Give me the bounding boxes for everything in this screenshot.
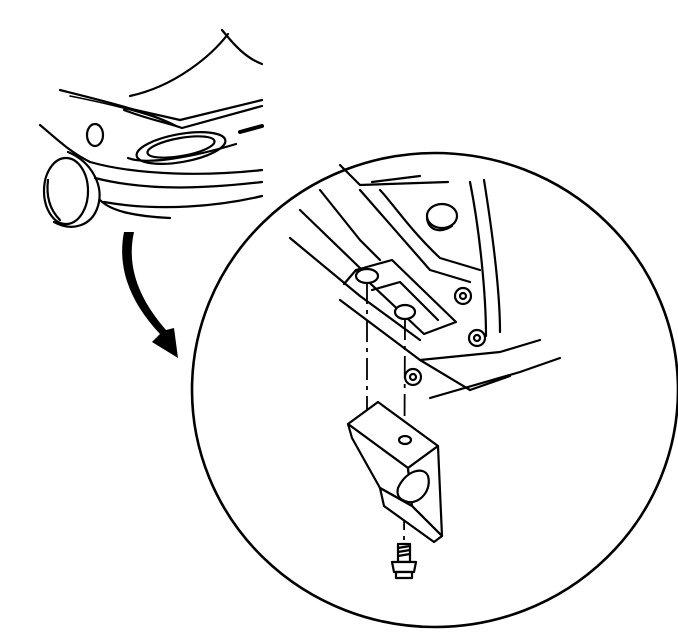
panel-top-edge <box>340 165 448 185</box>
rear-wheel <box>44 158 88 224</box>
floor-line-3 <box>420 340 540 360</box>
rear-window-edge <box>130 34 228 96</box>
panel-hole <box>427 204 457 228</box>
side-marker-light <box>87 124 103 146</box>
alignment-lines <box>367 282 405 542</box>
wheel-rim <box>48 180 61 220</box>
lower-bumper-line <box>104 196 262 207</box>
bracket-flange <box>380 488 442 542</box>
tail-light-inner <box>146 132 216 162</box>
tail-light-outer <box>134 126 227 169</box>
weld-nut-1 <box>455 288 471 304</box>
panel-hole-depth <box>427 218 452 230</box>
bumper-corner <box>100 200 170 218</box>
upper-bumper-line <box>90 162 262 174</box>
mounting-pad-side <box>344 270 356 284</box>
detail-arrow <box>122 232 178 358</box>
bolt-head <box>396 572 412 578</box>
tail-light-lower <box>128 144 236 161</box>
panel-flange <box>360 190 470 282</box>
right-wall-edge <box>484 180 500 332</box>
detail-circle <box>192 153 678 627</box>
spoiler-top <box>118 100 262 120</box>
floor-line-4 <box>430 358 560 398</box>
bolt <box>392 544 416 578</box>
weld-nut-3 <box>405 369 421 385</box>
weld-nut-2 <box>469 330 485 346</box>
body-panel <box>290 165 560 398</box>
panel-flange-inner <box>380 190 480 270</box>
floor-line-1 <box>290 238 420 340</box>
pad-hole-1 <box>356 269 378 283</box>
rear-emblem <box>240 126 262 132</box>
bolt-thread <box>398 546 410 556</box>
wheel-arch <box>54 152 100 227</box>
bolt-flange <box>392 562 416 572</box>
right-wall-inner <box>470 182 486 336</box>
bracket-top-hole <box>399 436 411 444</box>
roof-line <box>222 30 262 64</box>
mounting-pad-inner <box>372 282 438 320</box>
spoiler-bottom <box>124 106 262 128</box>
mid-bumper-line <box>95 178 262 188</box>
panel-left-inner <box>300 210 360 268</box>
panel-left-edge <box>320 190 380 260</box>
body-side-line <box>40 125 90 162</box>
panel-top-inner <box>372 176 420 182</box>
floor-line-5 <box>470 376 510 390</box>
car-rear-view <box>40 30 262 227</box>
pad-hole-2 <box>395 305 415 319</box>
bracket-slot <box>397 471 428 503</box>
magnifier-outline <box>192 153 678 627</box>
curved-arrow <box>122 232 178 358</box>
mounting-bracket <box>348 402 442 542</box>
